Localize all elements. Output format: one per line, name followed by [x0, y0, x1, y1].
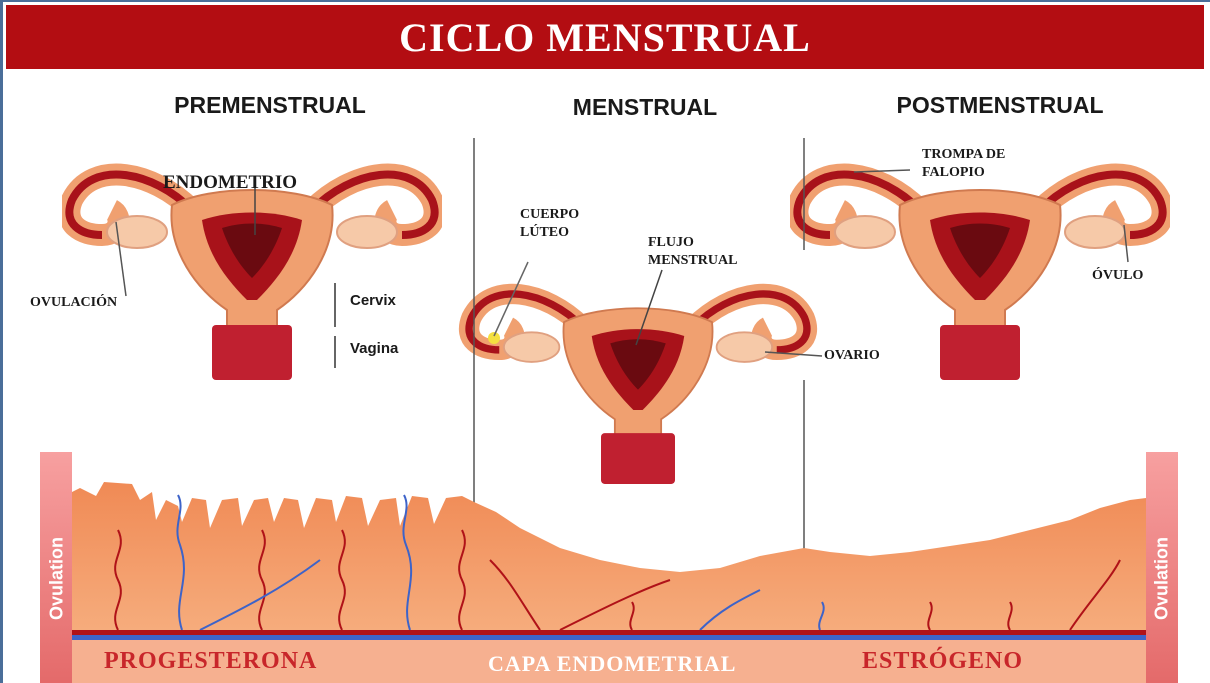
label-cuerpo-luteo-line1: CUERPO [520, 206, 579, 223]
label-flujo-line2: MENSTRUAL [648, 252, 737, 269]
label-ovulo: ÓVULO [1092, 267, 1143, 284]
label-flujo-line1: FLUJO [648, 234, 694, 251]
hormone-progesterona: PROGESTERONA [104, 648, 317, 675]
ovulation-label-right: Ovulation [1152, 534, 1173, 624]
label-ovario: OVARIO [824, 347, 880, 364]
label-ovulacion: OVULACIÓN [30, 294, 117, 311]
label-trompa-line2: FALOPIO [922, 164, 985, 181]
hormone-capa-endometrial: CAPA ENDOMETRIAL [488, 651, 736, 677]
label-endometrio: ENDOMETRIO [163, 172, 297, 194]
hormone-estrogeno: ESTRÓGENO [862, 648, 1023, 675]
label-vagina: Vagina [350, 340, 398, 357]
label-cervix: Cervix [350, 292, 396, 309]
label-trompa-line1: TROMPA DE [922, 146, 1005, 163]
ovulation-label-left: Ovulation [47, 534, 68, 624]
label-cuerpo-luteo-line2: LÚTEO [520, 224, 569, 241]
